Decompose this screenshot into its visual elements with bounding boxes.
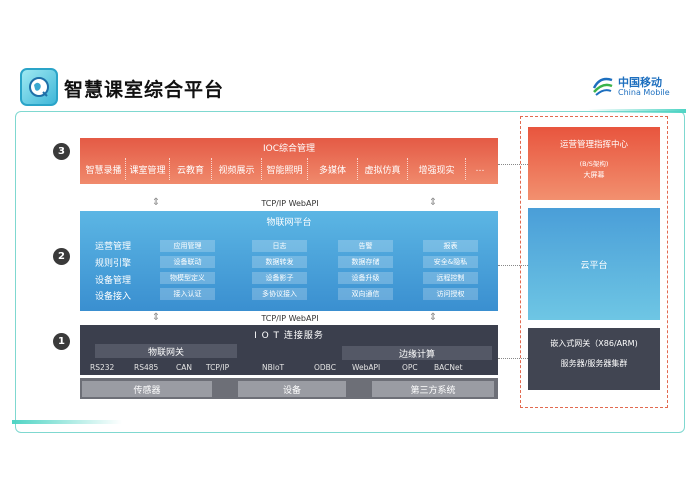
ioc-item: 智能照明 (262, 158, 308, 180)
ioc-item: 增强现实 (408, 158, 466, 180)
iot-cell: 物模型定义 (160, 272, 215, 284)
ioc-item: 视频展示 (212, 158, 262, 180)
protocol-item: OPC (402, 363, 418, 372)
iot-left-label: 设备管理 (95, 276, 132, 286)
iot-cell: 数据转发 (252, 256, 307, 268)
ioc-title: IOC综合管理 (262, 143, 316, 154)
china-mobile-logo-icon (592, 77, 613, 96)
up-down-arrow-icon: ⇕ (151, 312, 161, 323)
step-2-badge: 2 (53, 248, 70, 265)
protocol-item: NBIoT (262, 363, 285, 372)
ioc-layer (80, 138, 498, 184)
right-panel-frame (520, 116, 668, 408)
iot-cell: 设备联动 (160, 256, 215, 268)
step-3-badge: 3 (53, 143, 70, 160)
iot-cell: 日志 (252, 240, 307, 252)
iot-gateway-band: 物联网关 (95, 344, 237, 358)
sensor-block: 传感器 (82, 381, 212, 397)
globe-chat-icon (29, 77, 49, 97)
ops-command-center: 运营管理指挥中心 (B/S架构) 大屏幕 (528, 127, 660, 200)
up-down-arrow-icon: ⇕ (428, 197, 438, 208)
connector-line (498, 358, 528, 359)
protocol-item: RS485 (134, 363, 159, 372)
iot-cell: 访问授权 (423, 288, 478, 300)
iot-cell: 安全&隐私 (423, 256, 478, 268)
page-title: 智慧课室综合平台 (64, 79, 225, 101)
brand-name-cn: 中国移动 (618, 76, 662, 89)
iot-connection-title: I O T 连接服务 (254, 331, 324, 341)
protocol-label: TCP/IP WebAPI (261, 314, 319, 323)
edge-computing-band: 边缘计算 (342, 346, 492, 360)
iot-cell: 数据存储 (338, 256, 393, 268)
connector-line (498, 164, 528, 165)
iot-cell: 设备升级 (338, 272, 393, 284)
cloud-platform: 云平台 (528, 208, 660, 320)
protocol-item: WebAPI (352, 363, 381, 372)
connector-line (498, 265, 528, 266)
ioc-item: 课室管理 (126, 158, 170, 180)
protocol-item: BACNet (434, 363, 463, 372)
protocol-item: CAN (176, 363, 192, 372)
frame-accent (588, 109, 686, 113)
frame-accent (12, 420, 122, 424)
iot-cell: 报表 (423, 240, 478, 252)
diagram-frame (15, 111, 685, 433)
iot-cell: 远程控制 (423, 272, 478, 284)
iot-cell: 多协议接入 (252, 288, 307, 300)
step-1-badge: 1 (53, 333, 70, 350)
app-logo (20, 68, 58, 106)
iot-left-label: 运营管理 (95, 242, 132, 252)
protocol-label: TCP/IP WebAPI (261, 199, 319, 208)
up-down-arrow-icon: ⇕ (428, 312, 438, 323)
server-cluster-label: 服务器/服务器集群 (560, 359, 628, 368)
iot-platform-title: 物联网平台 (266, 218, 312, 228)
ops-title: 运营管理指挥中心 (559, 140, 628, 150)
ioc-item: 智慧录播 (82, 158, 126, 180)
iot-cell: 双向通信 (338, 288, 393, 300)
iot-cell: 接入认证 (160, 288, 215, 300)
gateway-label: 嵌入式网关（X86/ARM) (550, 339, 638, 348)
ioc-item: … (475, 164, 485, 174)
iot-left-label: 设备接入 (95, 292, 132, 302)
up-down-arrow-icon: ⇕ (151, 197, 161, 208)
iot-left-label: 规则引擎 (95, 259, 132, 269)
ops-screen: 大屏幕 (583, 171, 605, 179)
embedded-gateway: 嵌入式网关（X86/ARM) 服务器/服务器集群 (528, 328, 660, 390)
third-party-block: 第三方系统 (372, 381, 494, 397)
ioc-item: 云教育 (170, 158, 212, 180)
iot-cell: 告警 (338, 240, 393, 252)
iot-cell: 设备影子 (252, 272, 307, 284)
iot-platform-layer (80, 211, 498, 311)
protocol-item: TCP/IP (206, 363, 230, 372)
iot-cell: 应用管理 (160, 240, 215, 252)
ops-subtitle: (B/S架构) (579, 160, 609, 168)
brand-name-en: China Mobile (618, 88, 670, 97)
device-block: 设备 (238, 381, 346, 397)
ioc-item: 虚拟仿真 (358, 158, 408, 180)
protocol-item: RS232 (90, 363, 115, 372)
protocol-item: ODBC (314, 363, 336, 372)
ioc-item: 多媒体 (308, 158, 358, 180)
